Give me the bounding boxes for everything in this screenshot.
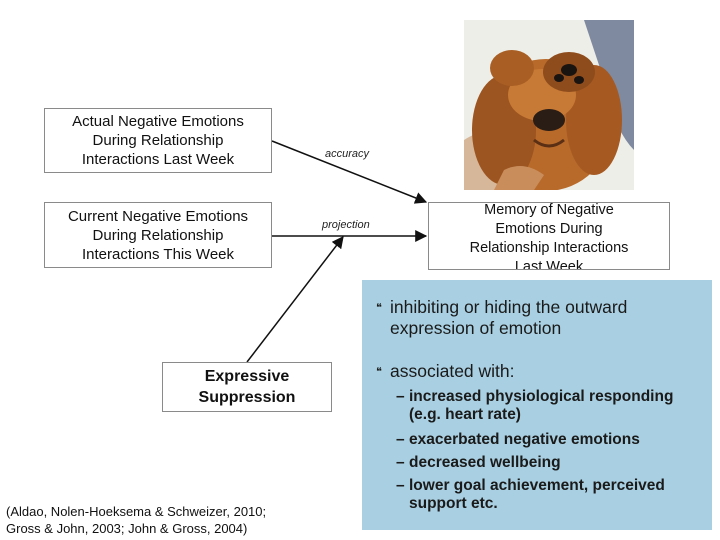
sub-item: – lower goal achievement, perceived supp… xyxy=(396,477,706,513)
actual-emotions-label: Actual Negative Emotions During Relation… xyxy=(72,113,244,168)
bullet-icon: ❝ xyxy=(376,366,382,378)
dash-icon: – xyxy=(396,454,405,471)
dash-icon: – xyxy=(396,388,405,405)
memory-emotions-box: Memory of Negative Emotions During Relat… xyxy=(428,202,670,270)
accuracy-arrow xyxy=(271,140,428,204)
actual-emotions-box: Actual Negative Emotions During Relation… xyxy=(44,108,272,173)
citation: (Aldao, Nolen-Hoeksema & Schweizer, 2010… xyxy=(6,504,267,536)
bullet-item: ❝ associated with: xyxy=(376,361,696,382)
current-emotions-label: Current Negative Emotions During Relatio… xyxy=(67,207,249,263)
projection-label: projection xyxy=(322,219,370,231)
sub-item-text: decreased wellbeing xyxy=(409,454,561,471)
dog-covering-eyes-photo xyxy=(464,20,634,190)
expressive-suppression-label: Expressive Suppression xyxy=(198,368,296,406)
bullet-text: associated with: xyxy=(390,361,515,381)
expressive-suppression-box: Expressive Suppression xyxy=(162,362,332,412)
memory-emotions-label: Memory of Negative Emotions During Relat… xyxy=(469,202,629,270)
sub-item: – decreased wellbeing xyxy=(396,454,706,472)
dash-icon: – xyxy=(396,431,405,448)
accuracy-label: accuracy xyxy=(325,148,370,160)
bullet-text: inhibiting or hiding the outward express… xyxy=(390,297,628,338)
moderation-arrow xyxy=(246,236,344,363)
sub-item: – increased physiological responding (e.… xyxy=(396,388,706,424)
suppression-info-panel: ❝ inhibiting or hiding the outward expre… xyxy=(362,280,712,530)
bullet-item: ❝ inhibiting or hiding the outward expre… xyxy=(376,297,696,339)
bullet-icon: ❝ xyxy=(376,302,382,314)
sub-item-text: exacerbated negative emotions xyxy=(409,431,640,448)
sub-item: – exacerbated negative emotions xyxy=(396,431,706,449)
sub-item-text: lower goal achievement, perceived suppor… xyxy=(409,477,665,512)
dash-icon: – xyxy=(396,477,405,494)
sub-item-text: increased physiological responding (e.g.… xyxy=(409,388,674,423)
current-emotions-box: Current Negative Emotions During Relatio… xyxy=(44,202,272,268)
